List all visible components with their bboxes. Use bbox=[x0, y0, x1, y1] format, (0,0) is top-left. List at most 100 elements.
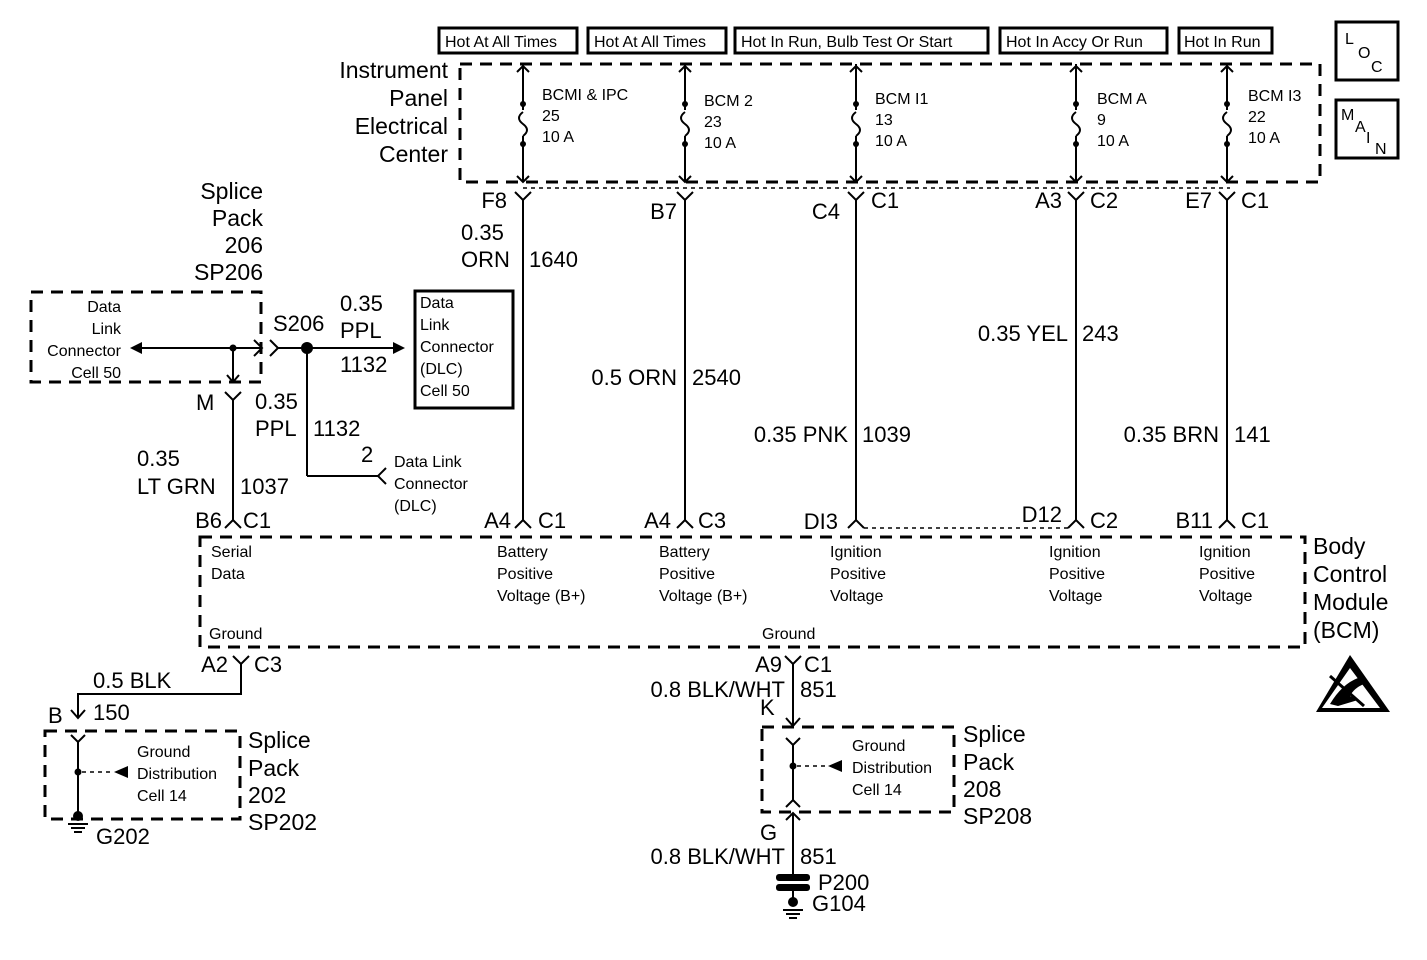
svg-text:Pack: Pack bbox=[248, 755, 300, 781]
wire-1640-gauge: 0.35 bbox=[461, 220, 504, 245]
ground-left: A2 C3 0.5 BLK B 150 Ground Distribution … bbox=[43, 652, 317, 849]
svg-text:Data Link: Data Link bbox=[394, 454, 463, 471]
svg-text:Connector: Connector bbox=[394, 476, 468, 493]
svg-text:10 A: 10 A bbox=[704, 135, 736, 152]
svg-text:Cell 50: Cell 50 bbox=[71, 365, 121, 382]
svg-text:C1: C1 bbox=[804, 652, 832, 677]
svg-text:Ignition: Ignition bbox=[1049, 544, 1101, 561]
svg-text:C1: C1 bbox=[1241, 508, 1269, 533]
svg-text:Ground: Ground bbox=[852, 738, 905, 755]
svg-text:Distribution: Distribution bbox=[137, 766, 217, 783]
label-hot-all-times-1: Hot At All Times bbox=[445, 34, 557, 51]
svg-text:1132: 1132 bbox=[313, 416, 360, 441]
svg-text:0.5 BLK: 0.5 BLK bbox=[93, 668, 172, 693]
svg-text:C1: C1 bbox=[243, 508, 271, 533]
fuse-3: BCM I1 13 10 A bbox=[849, 64, 928, 184]
svg-text:2: 2 bbox=[361, 442, 373, 467]
svg-text:A3: A3 bbox=[1035, 188, 1062, 213]
label-hot-run-bulb: Hot In Run, Bulb Test Or Start bbox=[741, 34, 953, 51]
svg-text:G: G bbox=[760, 820, 777, 845]
svg-text:C3: C3 bbox=[698, 508, 726, 533]
svg-text:A: A bbox=[1355, 119, 1366, 136]
svg-text:0.8 BLK/WHT: 0.8 BLK/WHT bbox=[651, 844, 785, 869]
svg-text:C3: C3 bbox=[254, 652, 282, 677]
svg-text:Pack: Pack bbox=[963, 749, 1015, 775]
svg-text:E7: E7 bbox=[1185, 188, 1212, 213]
svg-text:Link: Link bbox=[420, 317, 450, 334]
svg-text:10 A: 10 A bbox=[1248, 130, 1280, 147]
svg-text:G202: G202 bbox=[96, 824, 150, 849]
svg-text:851: 851 bbox=[800, 844, 837, 869]
svg-text:851: 851 bbox=[800, 677, 837, 702]
svg-text:Positive: Positive bbox=[659, 566, 715, 583]
svg-text:Positive: Positive bbox=[830, 566, 886, 583]
svg-text:Positive: Positive bbox=[1049, 566, 1105, 583]
main-icon: M A I N bbox=[1334, 98, 1400, 160]
svg-text:A4: A4 bbox=[644, 508, 671, 533]
svg-text:Battery: Battery bbox=[659, 544, 710, 561]
svg-text:Connector: Connector bbox=[420, 339, 494, 356]
svg-text:BCMI & IPC: BCMI & IPC bbox=[542, 87, 628, 104]
svg-text:M: M bbox=[1341, 107, 1354, 124]
svg-text:Data: Data bbox=[420, 295, 454, 312]
svg-text:N: N bbox=[1375, 141, 1387, 158]
ipec-title-3: Electrical bbox=[355, 113, 448, 139]
svg-text:25: 25 bbox=[542, 108, 560, 125]
svg-text:SP202: SP202 bbox=[248, 809, 317, 835]
wire-141-circuit: 141 bbox=[1234, 422, 1271, 447]
svg-text:Control: Control bbox=[1313, 561, 1387, 587]
svg-text:(DLC): (DLC) bbox=[420, 361, 463, 378]
svg-text:10 A: 10 A bbox=[875, 133, 907, 150]
svg-text:BCM A: BCM A bbox=[1097, 91, 1147, 108]
svg-text:Ground: Ground bbox=[137, 744, 190, 761]
svg-text:9: 9 bbox=[1097, 112, 1106, 129]
svg-text:Pack: Pack bbox=[212, 205, 264, 231]
svg-text:Data: Data bbox=[211, 566, 245, 583]
svg-text:BCM 2: BCM 2 bbox=[704, 93, 753, 110]
label-box-hot-accy-run bbox=[998, 26, 1169, 55]
label-box-hot-all-times-2 bbox=[586, 26, 728, 55]
svg-text:O: O bbox=[1358, 45, 1370, 62]
fuse-1: BCMI & IPC 25 10 A bbox=[516, 64, 628, 184]
esd-warning-icon bbox=[1316, 655, 1390, 712]
ipec-box: Instrument Panel Electrical Center bbox=[339, 57, 1322, 189]
svg-text:10 A: 10 A bbox=[1097, 133, 1129, 150]
wire-1640-circuit: 1640 bbox=[529, 247, 578, 272]
wire-2540-circuit: 2540 bbox=[692, 365, 741, 390]
wire-1039-label: 0.35 PNK bbox=[754, 422, 848, 447]
svg-text:Ignition: Ignition bbox=[830, 544, 882, 561]
svg-text:0.35: 0.35 bbox=[340, 291, 383, 316]
svg-text:C1: C1 bbox=[871, 188, 899, 213]
svg-text:Distribution: Distribution bbox=[852, 760, 932, 777]
svg-text:Voltage: Voltage bbox=[830, 588, 883, 605]
svg-text:SP206: SP206 bbox=[194, 259, 263, 285]
svg-text:C2: C2 bbox=[1090, 188, 1118, 213]
wire-243-circuit: 243 bbox=[1082, 321, 1119, 346]
svg-text:13: 13 bbox=[875, 112, 893, 129]
svg-text:B7: B7 bbox=[650, 199, 677, 224]
power-wires: 0.35 ORN 1640 0.5 ORN 2540 0.35 PNK 1039… bbox=[461, 200, 1271, 520]
svg-text:Module: Module bbox=[1313, 589, 1388, 615]
svg-text:Connector: Connector bbox=[47, 343, 121, 360]
label-hot-run: Hot In Run bbox=[1184, 34, 1260, 51]
svg-text:Positive: Positive bbox=[497, 566, 553, 583]
ipec-title-4: Center bbox=[379, 141, 448, 167]
svg-text:LT GRN: LT GRN bbox=[137, 474, 216, 499]
power-label-boxes: Hot At All Times Hot At All Times Hot In… bbox=[437, 26, 1274, 55]
loc-icon: L O C bbox=[1334, 20, 1400, 82]
svg-text:(BCM): (BCM) bbox=[1313, 617, 1379, 643]
fuse-5: BCM I3 22 10 A bbox=[1220, 64, 1301, 184]
svg-text:A2: A2 bbox=[201, 652, 228, 677]
svg-text:1037: 1037 bbox=[240, 474, 289, 499]
svg-text:D12: D12 bbox=[1022, 502, 1062, 527]
svg-text:0.35: 0.35 bbox=[255, 389, 298, 414]
svg-text:208: 208 bbox=[963, 776, 1001, 802]
svg-text:F8: F8 bbox=[481, 188, 507, 213]
svg-text:Positive: Positive bbox=[1199, 566, 1255, 583]
ipec-title-2: Panel bbox=[389, 85, 448, 111]
wire-243-label: 0.35 YEL bbox=[978, 321, 1068, 346]
label-box-hot-run-bulb bbox=[733, 26, 990, 55]
svg-text:Body: Body bbox=[1313, 533, 1366, 559]
label-box-hot-run bbox=[1177, 26, 1274, 55]
svg-text:22: 22 bbox=[1248, 109, 1266, 126]
